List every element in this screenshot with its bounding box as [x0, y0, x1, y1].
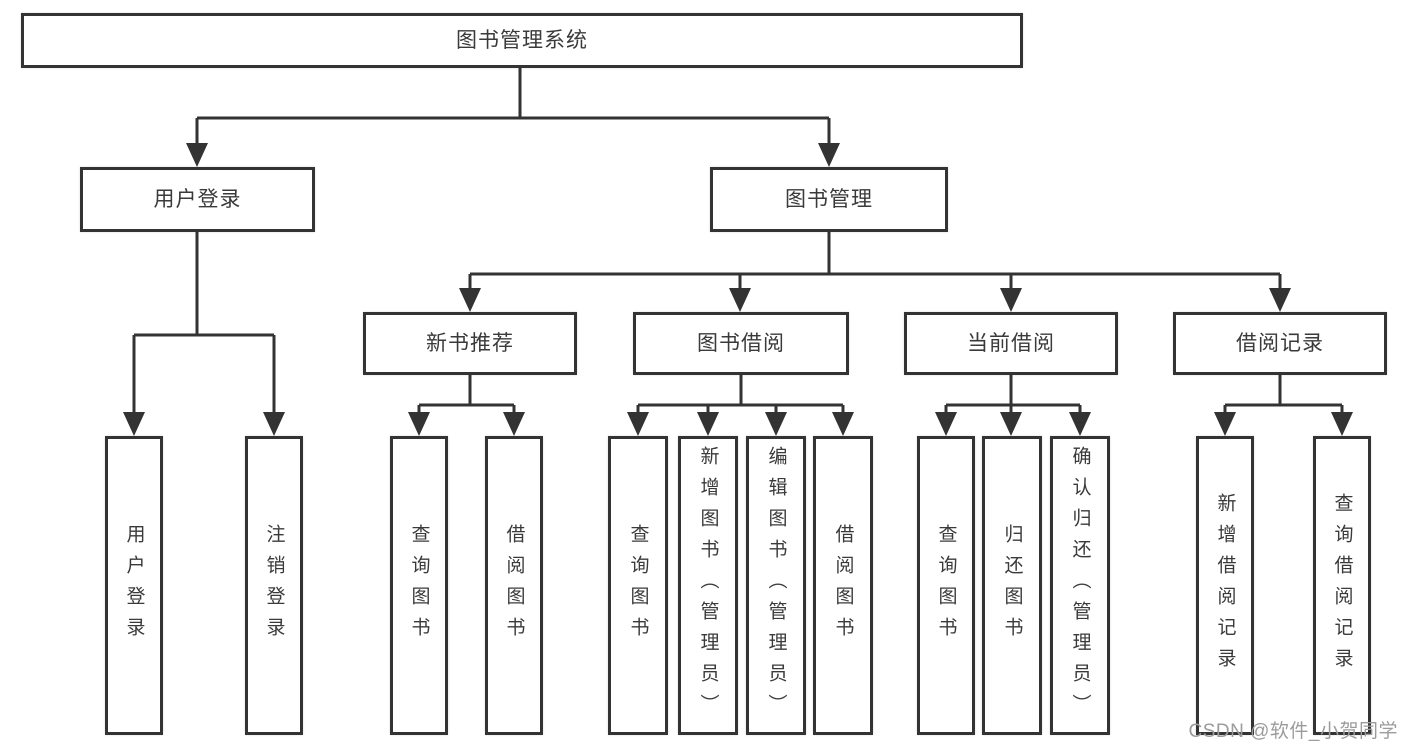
node-new-book-recommend-label: 新书推荐	[426, 332, 514, 355]
leaf-current-return-books: 归还图书	[982, 436, 1042, 735]
leaf-borrow-borrow-books: 借阅图书	[813, 436, 873, 735]
leaf-current-query-books: 查询图书	[917, 436, 975, 735]
node-book-borrow: 图书借阅	[633, 312, 849, 375]
leaf-borrow-query-books-label: 查询图书	[627, 523, 649, 648]
leaf-borrow-query-books: 查询图书	[608, 436, 668, 735]
leaf-current-return-books-label: 归还图书	[1001, 523, 1023, 648]
leaf-logout: 注销登录	[245, 436, 303, 735]
node-book-borrow-label: 图书借阅	[697, 332, 785, 355]
node-current-borrow: 当前借阅	[904, 312, 1118, 375]
leaf-record-add-borrow-record: 新增借阅记录	[1196, 436, 1254, 735]
node-root-system-label: 图书管理系统	[456, 29, 588, 52]
leaf-user-login-label: 用户登录	[123, 523, 145, 648]
leaf-user-login: 用户登录	[105, 436, 163, 735]
leaf-current-query-books-label: 查询图书	[935, 523, 957, 648]
node-new-book-recommend: 新书推荐	[363, 312, 577, 375]
node-book-management: 图书管理	[710, 167, 948, 232]
node-current-borrow-label: 当前借阅	[967, 332, 1055, 355]
node-borrow-record: 借阅记录	[1173, 312, 1387, 375]
leaf-borrow-borrow-books-label: 借阅图书	[832, 523, 854, 648]
leaf-borrow-add-books-admin: 新增图书（管理员）	[678, 436, 738, 735]
leaf-current-confirm-return-admin: 确认归还（管理员）	[1050, 436, 1110, 735]
node-root-system: 图书管理系统	[21, 13, 1023, 68]
node-user-login: 用户登录	[80, 167, 315, 232]
leaf-record-query-borrow-record: 查询借阅记录	[1313, 436, 1371, 735]
leaf-record-query-borrow-record-label: 查询借阅记录	[1331, 492, 1353, 679]
node-book-management-label: 图书管理	[785, 188, 873, 211]
leaf-newbook-query-books: 查询图书	[390, 436, 448, 735]
leaf-record-add-borrow-record-label: 新增借阅记录	[1214, 492, 1236, 679]
leaf-newbook-query-books-label: 查询图书	[408, 523, 430, 648]
leaf-newbook-borrow-books-label: 借阅图书	[503, 523, 525, 648]
node-borrow-record-label: 借阅记录	[1236, 332, 1324, 355]
csdn-watermark: CSDN @软件_小贺同学	[1188, 721, 1398, 742]
leaf-logout-label: 注销登录	[263, 523, 285, 648]
node-user-login-label: 用户登录	[153, 188, 242, 211]
leaf-borrow-edit-books-admin-label: 编辑图书（管理员）	[765, 446, 787, 725]
leaf-newbook-borrow-books: 借阅图书	[485, 436, 543, 735]
leaf-borrow-edit-books-admin: 编辑图书（管理员）	[746, 436, 806, 735]
leaf-borrow-add-books-admin-label: 新增图书（管理员）	[697, 446, 719, 725]
leaf-current-confirm-return-admin-label: 确认归还（管理员）	[1069, 446, 1091, 725]
